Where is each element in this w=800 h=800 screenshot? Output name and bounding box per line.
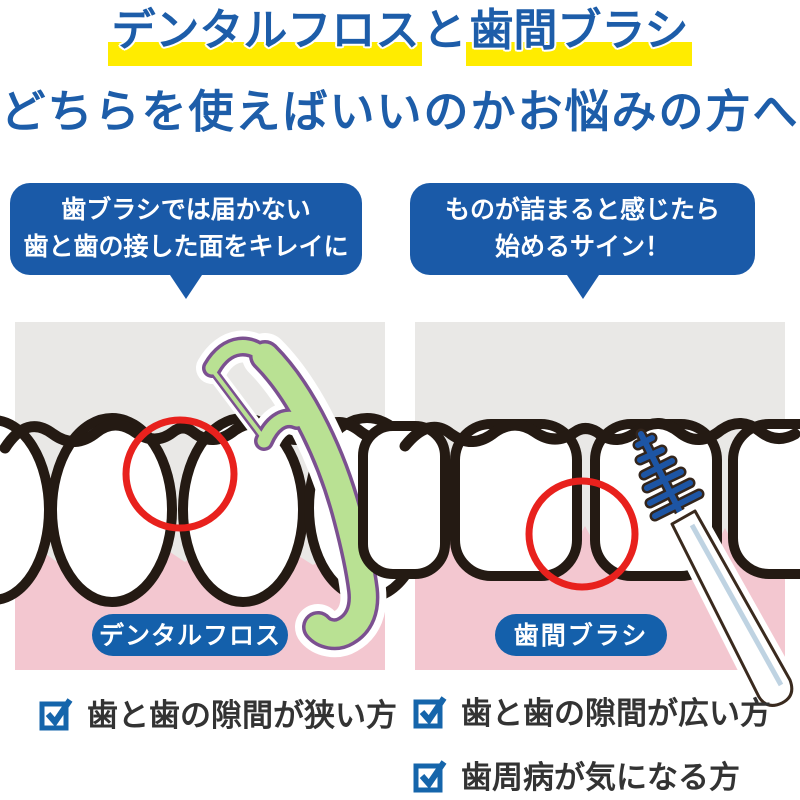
tooth xyxy=(178,413,308,607)
title-highlight-dental-floss: デンタルフロス xyxy=(108,6,423,66)
checkbox-checked-icon xyxy=(413,695,447,728)
floss-pick-body xyxy=(205,340,376,647)
tooth xyxy=(358,421,450,579)
speech-bubble-brush-line2: 始めるサイン！ xyxy=(494,233,670,261)
brush-handle xyxy=(670,509,794,707)
speech-bubble-floss: 歯ブラシでは届かない 歯と歯の接した面をキレイに xyxy=(10,183,362,275)
checklist-label: 歯周病が気になる方 xyxy=(461,760,740,795)
illustration-panel-brush: 歯間ブラシ xyxy=(358,322,800,713)
contact-point-highlight-circle xyxy=(122,416,238,532)
teeth-row-spaced xyxy=(358,419,800,581)
title-highlight-interdental-brush: 歯間ブラシ xyxy=(466,6,692,66)
checklist-label: 歯と歯の隙間が広い方 xyxy=(461,696,771,731)
checklist-item-narrow-gaps: 歯と歯の隙間が狭い方 xyxy=(38,690,397,735)
page-header: デンタルフロスと歯間ブラシ どちらを使えばいいのかお悩みの方へ xyxy=(0,6,800,140)
brush-bristles xyxy=(635,431,702,521)
gap-highlight-circle xyxy=(525,477,639,591)
label-pill-brush-text: 歯間ブラシ xyxy=(514,621,649,650)
illustration-panel-floss: デンタルフロス xyxy=(0,322,430,670)
checklist-label: 歯と歯の隙間が狭い方 xyxy=(87,698,397,733)
brush-handle-sheen xyxy=(689,523,784,687)
floss-pick-icon xyxy=(196,330,387,658)
brush-illustration: 歯間ブラシ xyxy=(358,322,800,713)
speech-bubble-brush: ものが詰まると感じたら 始めるサイン！ xyxy=(410,183,755,275)
checkbox-checked-icon xyxy=(413,759,447,792)
checklist-item-gum-disease: 歯周病が気になる方 xyxy=(412,752,740,797)
label-pill-floss-text: デンタルフロス xyxy=(99,621,281,650)
tooth xyxy=(47,413,177,607)
checklist-item-wide-gaps: 歯と歯の隙間が広い方 xyxy=(412,688,771,733)
interdental-brush-icon xyxy=(632,428,799,713)
page-title: デンタルフロスと歯間ブラシ xyxy=(0,6,800,66)
floss-illustration: デンタルフロス xyxy=(0,322,430,670)
gumline-wavy-edge xyxy=(399,418,800,452)
speech-bubble-floss-line1: 歯ブラシでは届かない xyxy=(61,195,311,224)
label-pill-brush xyxy=(495,614,667,656)
title-connector: と xyxy=(422,6,467,55)
checkbox-checked-icon xyxy=(39,697,73,730)
speech-bubble-brush-line1: ものが詰まると感じたら xyxy=(444,195,720,224)
label-pill-floss xyxy=(92,614,288,656)
page-subtitle: どちらを使えばいいのかお悩みの方へ xyxy=(0,85,800,137)
speech-bubble-floss-line2: 歯と歯の接した面をキレイに xyxy=(23,233,349,261)
tooth xyxy=(728,419,800,579)
